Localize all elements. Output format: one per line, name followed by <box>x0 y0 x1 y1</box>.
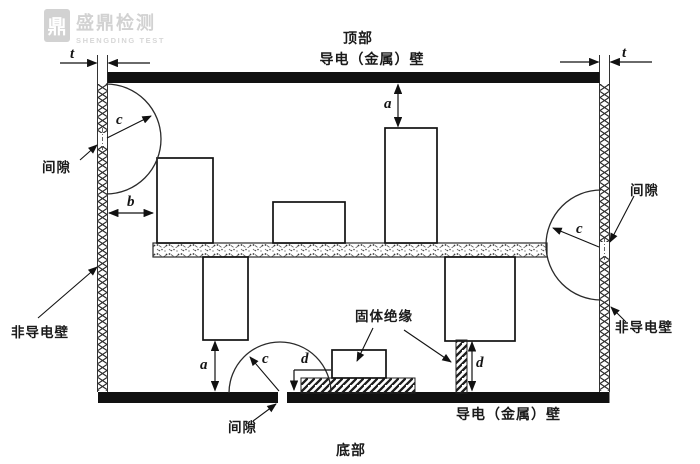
label-bottom-position: 底部 <box>336 442 366 458</box>
label-gap-bottom: 间隙 <box>228 420 257 435</box>
component-box-middle <box>272 201 346 244</box>
label-gap-right: 间隙 <box>630 183 659 198</box>
leader-gap-right <box>609 195 635 243</box>
dim-label-t-right: t <box>622 45 627 61</box>
left-wall <box>97 55 108 392</box>
dimension-lines <box>60 57 652 392</box>
bottom-conductive-wall-right <box>287 392 610 403</box>
watermark-brand-en: SHENGDING TEST <box>76 36 166 45</box>
clearance-arc-top-left <box>105 83 162 195</box>
top-conductive-wall <box>107 72 600 83</box>
label-bottom-conductive-wall: 导电（金属）壁 <box>456 406 561 422</box>
dim-label-c-right: c <box>576 221 583 237</box>
leader-gap-bottom <box>252 403 277 422</box>
label-right-nonconductive-wall: 非导电壁 <box>615 320 673 335</box>
leader-gap-left <box>79 144 98 161</box>
component-box-right <box>384 127 438 244</box>
arrow-c-top-left <box>106 115 152 139</box>
shengding-seal-icon: 鼎 <box>44 9 70 42</box>
insulation-strip <box>300 377 416 394</box>
component-on-insulation <box>331 349 387 379</box>
radius-arrows <box>106 115 600 392</box>
label-top-position: 顶部 <box>343 30 373 46</box>
dim-label-c-bottom: c <box>262 351 269 367</box>
hanging-box-left <box>202 256 249 341</box>
dim-label-c-top-left: c <box>116 112 123 128</box>
arrow-c-right <box>552 227 600 248</box>
circuit-board <box>152 242 548 258</box>
leader-solid-insulation-2 <box>403 329 452 363</box>
dim-label-t-left: t <box>70 46 75 62</box>
insulation-spacer-bar <box>455 339 468 394</box>
dim-label-d-right: d <box>476 355 484 371</box>
clearance-arc-right <box>545 189 602 301</box>
hanging-box-right <box>444 256 516 342</box>
component-box-left <box>156 157 214 244</box>
leader-right-wall <box>610 306 627 323</box>
right-wall <box>599 55 610 392</box>
bottom-conductive-wall-left <box>98 392 278 403</box>
dim-label-b: b <box>127 194 135 210</box>
label-top-conductive-wall: 导电（金属）壁 <box>319 51 425 67</box>
clearance-arc-bottom <box>228 341 332 394</box>
label-left-nonconductive-wall: 非导电壁 <box>11 325 69 340</box>
dim-label-d-center: d <box>301 351 309 367</box>
label-solid-insulation: 固体绝缘 <box>355 309 413 324</box>
leader-left-wall <box>37 266 98 319</box>
arrow-c-bottom <box>249 356 280 392</box>
watermark-brand-cn: 盛鼎检测 <box>76 13 156 33</box>
dim-label-a-bottom: a <box>200 357 208 373</box>
dim-label-a-top: a <box>384 96 392 112</box>
label-gap-left: 间隙 <box>42 160 71 175</box>
watermark-logo: 鼎 盛鼎检测 SHENGDING TEST <box>44 9 165 45</box>
leader-solid-insulation-1 <box>356 327 374 362</box>
leader-lines <box>37 144 635 422</box>
